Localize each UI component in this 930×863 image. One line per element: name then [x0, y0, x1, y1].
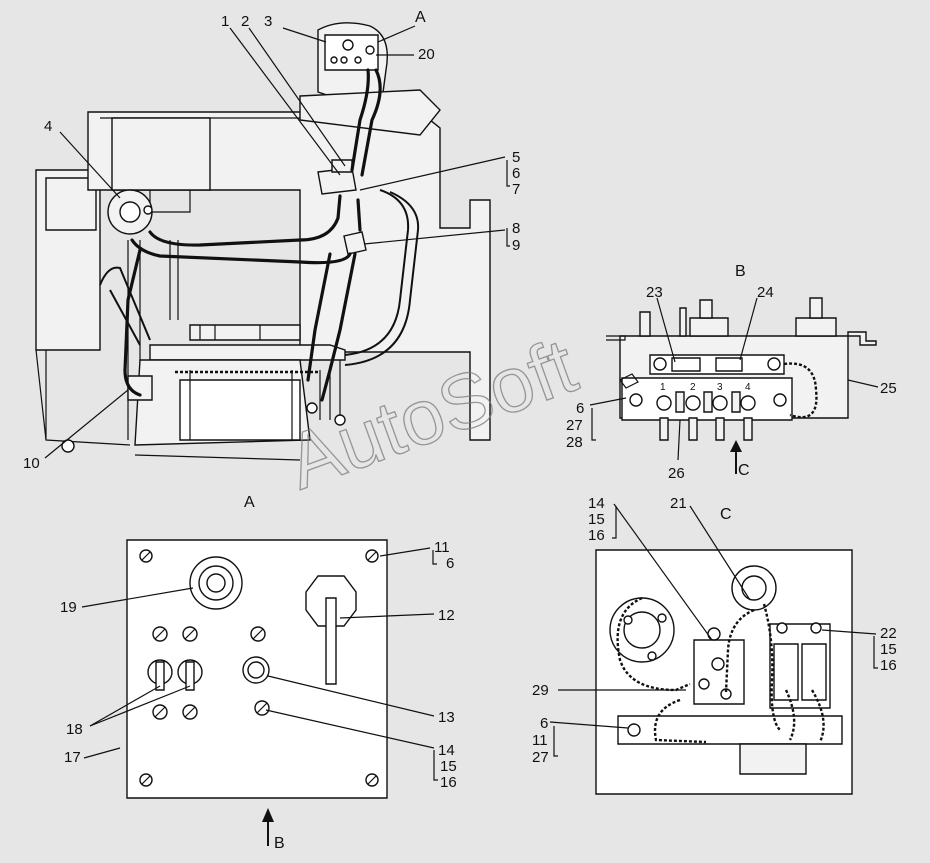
callout-3: 3 [264, 13, 272, 30]
callout-6-view-c: 6 [540, 715, 548, 732]
callout-5: 5 [512, 149, 520, 166]
callout-7: 7 [512, 181, 520, 198]
callout-11-view-c: 11 [532, 732, 548, 749]
callout-labels: A B A C C B 1 2 3 20 4 5 6 7 8 9 10 23 2… [23, 9, 897, 852]
callout-10: 10 [23, 455, 40, 472]
view-c-title: C [720, 506, 732, 523]
callout-27-view-b: 27 [566, 417, 583, 434]
callout-14-view-a: 14 [438, 742, 455, 759]
callout-15-view-a: 15 [440, 758, 457, 775]
terminal-screws [656, 391, 756, 441]
engine-assembly-view [35, 22, 510, 461]
callout-9: 9 [512, 237, 520, 254]
view-c-relay-panel [549, 503, 878, 795]
view-c-arrow-label: C [738, 462, 750, 479]
callout-14-view-c: 14 [588, 495, 605, 512]
callout-23: 23 [646, 284, 663, 301]
view-b-title: B [735, 263, 746, 280]
callout-24: 24 [757, 284, 774, 301]
panel-corner-screws [139, 549, 379, 787]
terminal-number-3: 3 [717, 382, 723, 393]
callout-1: 1 [221, 13, 229, 30]
callout-6-view-b: 6 [576, 400, 584, 417]
callout-21: 21 [670, 495, 687, 512]
callout-15-view-c-right: 15 [880, 641, 897, 658]
callout-12: 12 [438, 607, 455, 624]
view-a-marker: A [415, 9, 426, 26]
callout-19: 19 [60, 599, 77, 616]
callout-6-view-a: 6 [446, 555, 454, 572]
callout-16-view-a: 16 [440, 774, 457, 791]
view-a-control-panel [81, 539, 438, 846]
callout-26: 26 [668, 465, 685, 482]
terminal-number-4: 4 [745, 382, 751, 393]
callout-11-view-a: 11 [434, 539, 450, 556]
callout-13: 13 [438, 709, 455, 726]
callout-20: 20 [418, 46, 435, 63]
terminal-number-1: 1 [660, 382, 666, 393]
view-b-arrow-label: B [274, 835, 285, 852]
callout-8: 8 [512, 220, 520, 237]
callout-28: 28 [566, 434, 583, 451]
callout-2: 2 [241, 13, 249, 30]
view-a-title: A [244, 494, 255, 511]
callout-15-view-c: 15 [588, 511, 605, 528]
callout-18: 18 [66, 721, 83, 738]
callout-17: 17 [64, 749, 81, 766]
callout-16-view-c-right: 16 [880, 657, 897, 674]
callout-6-top: 6 [512, 165, 520, 182]
view-b-terminal-block [589, 297, 879, 474]
terminal-number-2: 2 [690, 382, 696, 393]
callout-25: 25 [880, 380, 897, 397]
callout-22: 22 [880, 625, 897, 642]
callout-4: 4 [44, 118, 52, 135]
callout-27-view-c: 27 [532, 749, 549, 766]
callout-16-view-c: 16 [588, 527, 605, 544]
callout-29: 29 [532, 682, 549, 699]
